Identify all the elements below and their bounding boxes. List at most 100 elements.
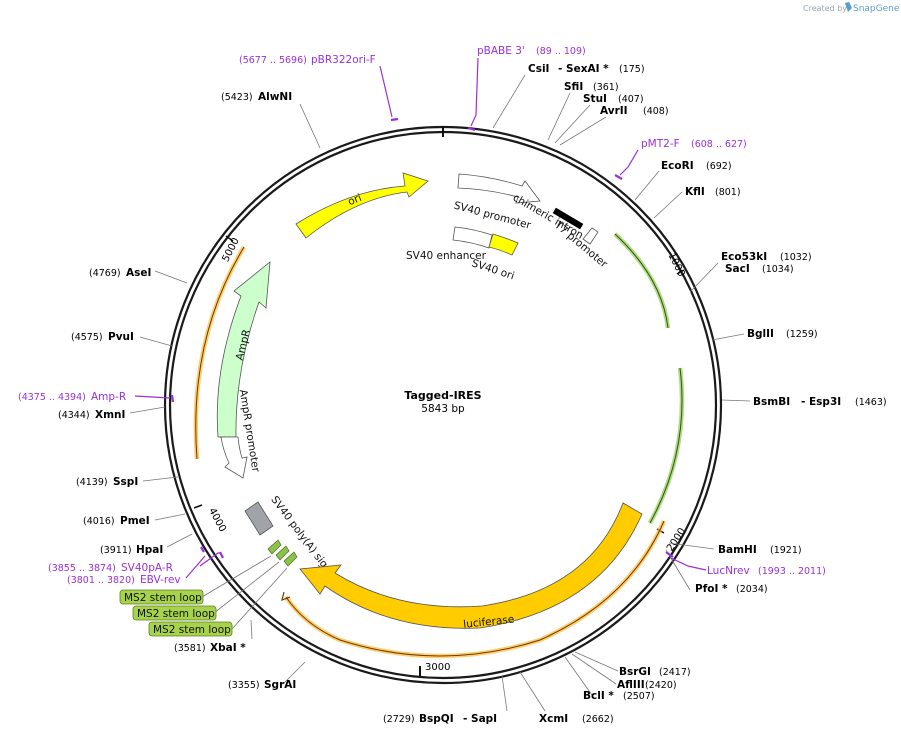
ms2-stem-loop-3[interactable]: MS2 stem loop xyxy=(148,621,233,637)
luciferase-label: luciferase xyxy=(463,614,515,631)
bamhi-pos: (1921) xyxy=(770,545,802,556)
pbabe3-name: pBABE 3' xyxy=(477,45,525,57)
pbr322ori-pos: (5677 .. 5696) xyxy=(239,55,307,66)
bglii-name: BglII xyxy=(747,328,774,340)
plasmid-name: Tagged-IRES xyxy=(404,389,481,402)
green-arc-upper xyxy=(613,232,671,329)
xcmi-pos: (2662) xyxy=(582,714,614,725)
sspi-pos: (4139) xyxy=(76,477,108,488)
ebvrev-name: EBV-rev xyxy=(140,574,181,586)
primer-labels: (5677 .. 5696) pBR322ori-F pBABE 3' (89 … xyxy=(18,45,826,586)
ampr-primer-pos: (4375 .. 4394) xyxy=(18,392,86,403)
ms2-label-2: MS2 stem loop xyxy=(137,608,215,620)
primer-leaders xyxy=(134,57,707,579)
eco53ki-name: Eco53kI xyxy=(721,251,767,263)
avrii-pos: (408) xyxy=(643,106,669,117)
pmt2f-pos: (608 .. 627) xyxy=(691,139,747,150)
kfli-pos: (801) xyxy=(715,187,741,198)
tick-3000: 3000 xyxy=(425,662,450,673)
csii-name: CsiI xyxy=(528,63,549,75)
afliii-pos: (2420) xyxy=(645,680,677,691)
sexai-name: - SexAI * xyxy=(558,63,609,75)
ecori-pos: (692) xyxy=(706,161,732,172)
lucnrev-pos: (1993 .. 2011) xyxy=(758,566,826,577)
credit-text: Created by xyxy=(803,4,847,13)
tick-2000: 2000 xyxy=(665,526,688,553)
alwni-name: AlwNI xyxy=(258,91,292,103)
pvui-name: PvuI xyxy=(108,331,134,343)
ori-feature[interactable]: ori xyxy=(295,172,429,239)
saci-name: SacI xyxy=(725,263,750,275)
bcli-pos: (2507) xyxy=(623,691,655,702)
pmt2f-name: pMT2-F xyxy=(641,138,680,150)
sapi-name: - SapI xyxy=(463,713,497,725)
sspi-name: SspI xyxy=(113,476,138,488)
tick-4000: 4000 xyxy=(206,506,228,534)
brand-text: SnapGene xyxy=(853,4,900,14)
hpai-name: HpaI xyxy=(136,544,163,556)
sfii-name: SfiI xyxy=(564,81,583,93)
saci-pos: (1034) xyxy=(762,264,794,275)
xbai-name: XbaI * xyxy=(210,642,246,654)
ampr-primer-name: Amp-R xyxy=(91,391,126,403)
luciferase-feature[interactable]: luciferase xyxy=(299,502,643,631)
pbr322ori-name: pBR322ori-F xyxy=(311,54,376,66)
bspqi-pos: (2729) xyxy=(383,714,415,725)
plasmid-size: 5843 bp xyxy=(421,403,465,415)
sfii-pos: (361) xyxy=(593,82,619,93)
sv40-ori-label: SV40 ori xyxy=(470,257,516,282)
site-leaders xyxy=(129,74,751,712)
bamhi-name: BamHI xyxy=(718,544,757,556)
kfli-name: KflI xyxy=(685,186,705,198)
site-labels: (5423) AlwNI CsiI - SexAI * (175) SfiI (… xyxy=(58,63,887,725)
bspqi-name: BspQI xyxy=(419,713,454,725)
afliii-name: AflIII xyxy=(617,679,645,691)
ebvrev-pos: (3801 .. 3820) xyxy=(67,575,135,586)
ms2-stem-loop-2[interactable]: MS2 stem loop xyxy=(132,605,217,621)
sv40par-pos: (3855 .. 3874) xyxy=(48,563,116,574)
sgrai-name: SgrAI xyxy=(264,679,296,691)
esp3i-name: - Esp3I xyxy=(801,396,841,408)
sv40par-name: SV40pA-R xyxy=(121,562,173,574)
asei-name: AseI xyxy=(126,267,151,279)
sexai-pos: (175) xyxy=(619,64,645,75)
avrii-name: AvrII xyxy=(600,105,628,117)
xmni-name: XmnI xyxy=(95,409,125,421)
bsrgi-pos: (2417) xyxy=(659,667,691,678)
pmei-name: PmeI xyxy=(120,515,150,527)
ms2-arrows xyxy=(267,539,298,567)
bsmbi-name: BsmBI xyxy=(753,396,790,408)
ori-label: ori xyxy=(346,192,363,208)
eco53ki-pos: (1032) xyxy=(780,252,812,263)
stui-name: StuI xyxy=(583,93,607,105)
green-arc-upper-line xyxy=(614,233,669,329)
orange-arc-left-line xyxy=(195,246,245,460)
bsrgi-name: BsrGI xyxy=(619,666,651,678)
green-arc-lower xyxy=(648,367,685,525)
xbai-pos: (3581) xyxy=(174,643,206,654)
xcmi-name: XcmI xyxy=(539,713,568,725)
xmni-pos: (4344) xyxy=(58,410,90,421)
sv40-enhancer-label: SV40 enhancer xyxy=(406,250,487,262)
pvui-pos: (4575) xyxy=(71,332,103,343)
stui-pos: (407) xyxy=(618,94,644,105)
orange-arc-bottom-line xyxy=(285,520,665,657)
esp3i-pos: (1463) xyxy=(855,397,887,408)
ms2-label-1: MS2 stem loop xyxy=(124,592,202,604)
pmei-pos: (4016) xyxy=(83,516,115,527)
lucnrev-name: LucNrev xyxy=(707,565,750,577)
pfoi-name: PfoI * xyxy=(695,583,728,595)
ecori-name: EcoRI xyxy=(661,160,694,172)
alwni-pos: (5423) xyxy=(221,92,253,103)
asei-pos: (4769) xyxy=(89,268,121,279)
bcli-name: BclI * xyxy=(583,690,614,702)
ms2-stem-loop-1[interactable]: MS2 stem loop xyxy=(119,589,204,605)
pfoi-pos: (2034) xyxy=(736,584,768,595)
snapgene-logo-icon xyxy=(845,2,852,12)
pbabe3-pos: (89 .. 109) xyxy=(536,46,586,57)
green-arc-lower-line xyxy=(649,367,683,524)
ms2-label-3: MS2 stem loop xyxy=(153,624,231,636)
sgrai-pos: (3355) xyxy=(228,680,260,691)
sv40-enhancer-feature[interactable]: SV40 enhancer xyxy=(406,226,493,262)
